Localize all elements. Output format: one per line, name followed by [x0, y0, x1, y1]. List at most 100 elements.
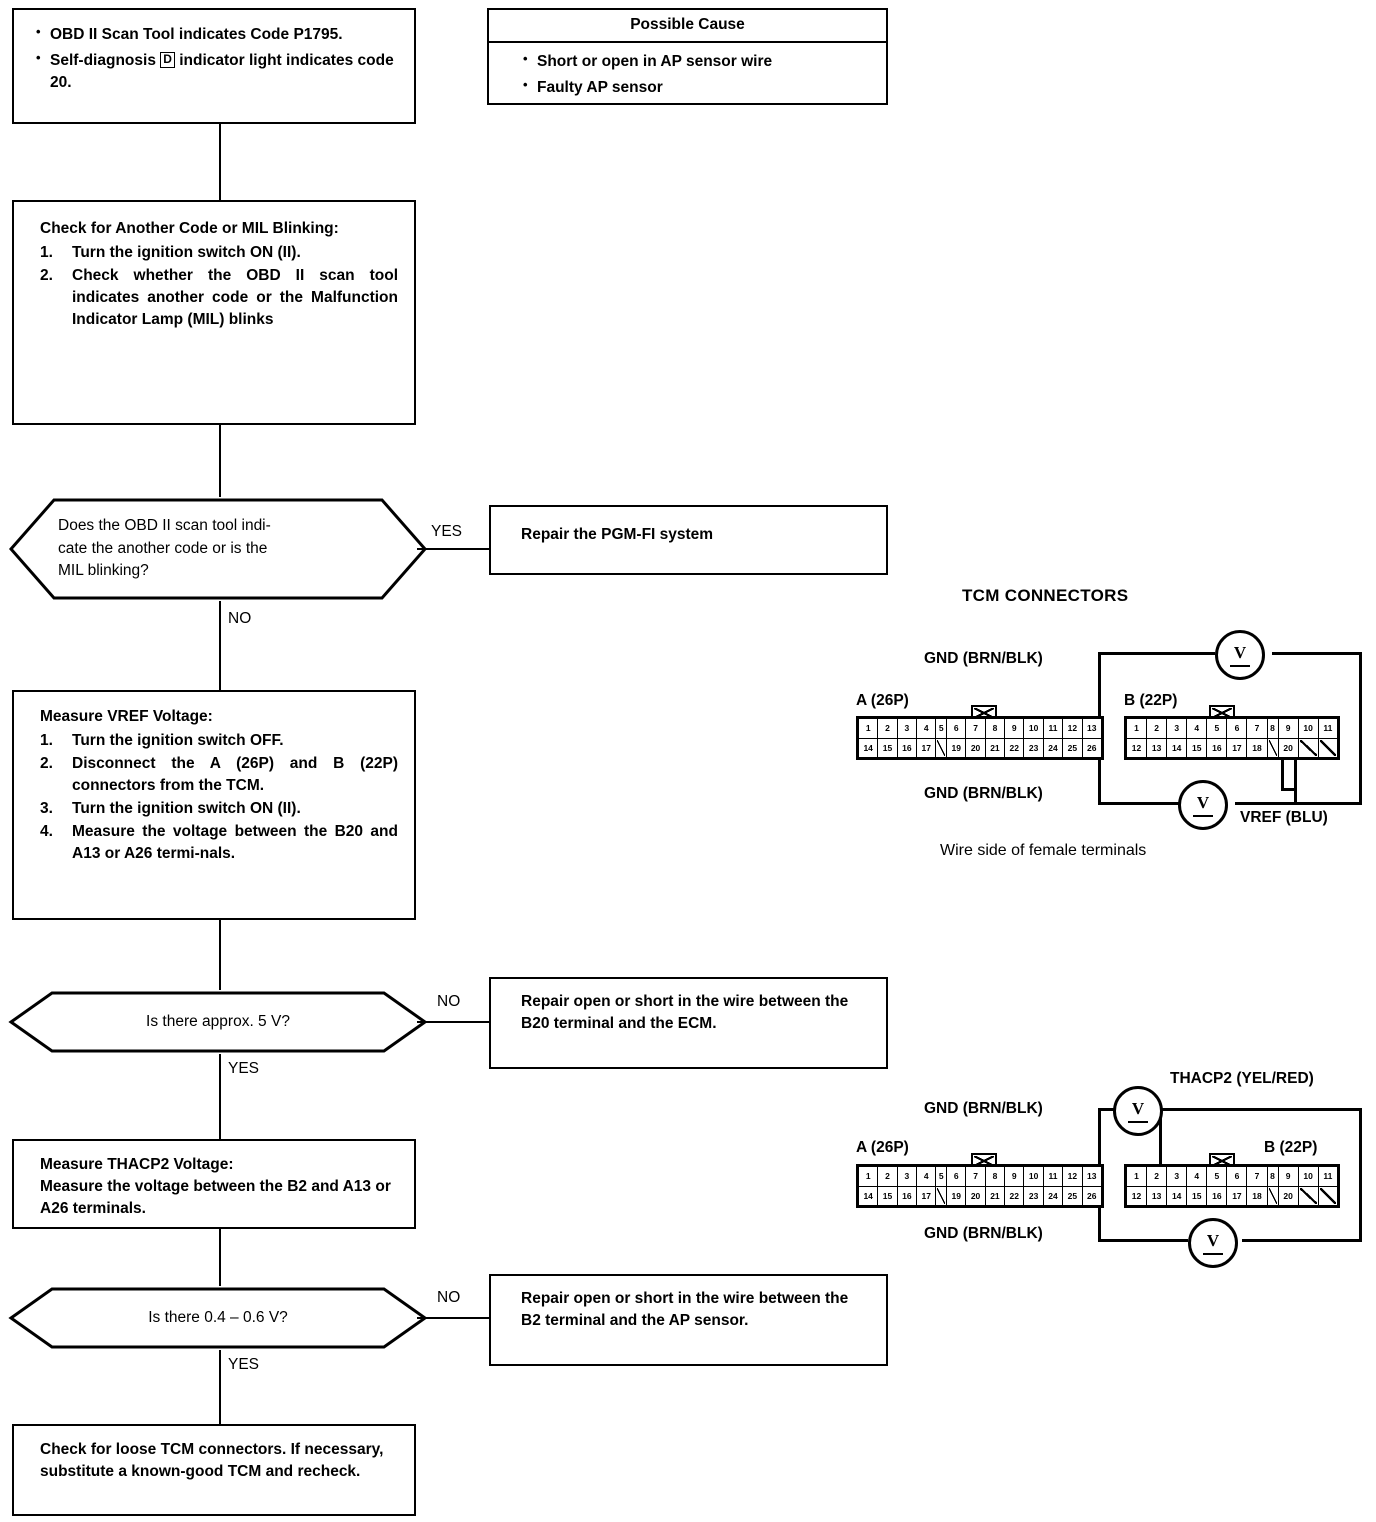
connector-pin-14: 14: [1166, 1185, 1188, 1206]
connector-pin-8: 8: [1266, 1166, 1279, 1187]
connector-pin-2: 2: [877, 1166, 898, 1187]
label-gnd-bottom: GND (BRN/BLK): [924, 1225, 1043, 1242]
connector-pin-5: 5: [1206, 1166, 1228, 1187]
connector-pin-26: 26: [1081, 1185, 1103, 1206]
connector-pin-20: 20: [965, 737, 986, 758]
step-check-item: Turn the ignition switch ON (II).: [40, 242, 301, 264]
schematic-title: TCM CONNECTORS: [962, 586, 1129, 605]
flow-connector-yes: [219, 1054, 221, 1139]
connector-pin-blank: [1297, 737, 1319, 758]
label-connector-b: B (22P): [1264, 1139, 1318, 1156]
connector-pin-23: 23: [1023, 737, 1044, 758]
result-b20-text: Repair open or short in the wire between…: [521, 993, 849, 1032]
connector-pin-5: 5: [1206, 718, 1228, 739]
label-thacp2: THACP2 (YEL/RED): [1170, 1070, 1314, 1087]
connector-pin-12: 12: [1125, 737, 1148, 758]
connector-pin-19: 19: [946, 1185, 967, 1206]
connector-pin-1: 1: [857, 718, 879, 739]
label-connector-a: A (26P): [856, 692, 909, 709]
final-check-tcm-box: Check for loose TCM connectors. If neces…: [12, 1424, 416, 1516]
step-check-title: Check for Another Code or MIL Blinking:: [40, 220, 339, 237]
connector-pin-blank: [1297, 1185, 1319, 1206]
flow-connector-no: [417, 1317, 489, 1319]
connector-pin-1: 1: [1125, 1166, 1148, 1187]
connector-pin-22: 22: [1004, 1185, 1025, 1206]
connector-pin-11: 11: [1317, 1166, 1339, 1187]
decision-yes-label: YES: [228, 1356, 260, 1373]
step-check-another-code-box: Check for Another Code or MIL Blinking: …: [12, 200, 416, 425]
result-repair-b2-box: Repair open or short in the wire between…: [489, 1274, 888, 1366]
wire-vref-pin-join: [1281, 788, 1297, 791]
connector-pin-15: 15: [877, 1185, 898, 1206]
connector-pin-4: 4: [1186, 718, 1208, 739]
wire-vref-drop: [1294, 760, 1297, 805]
connector-pin-13: 13: [1081, 1166, 1103, 1187]
connector-pin-4: 4: [916, 1166, 937, 1187]
possible-cause-table: Possible Cause Short or open in AP senso…: [487, 8, 888, 105]
flow-connector: [219, 920, 221, 990]
result-repair-b20-box: Repair open or short in the wire between…: [489, 977, 888, 1069]
connector-pin-3: 3: [1166, 718, 1188, 739]
decision-yes-label: YES: [431, 523, 463, 540]
wire-gnd-top-vertical: [1098, 1108, 1101, 1198]
connector-pin-1: 1: [1125, 718, 1148, 739]
connector-pin-16: 16: [896, 1185, 918, 1206]
tcm-connectors-schematic-vref: TCM CONNECTORS V V GND (BRN/BLK) GND (BR…: [840, 580, 1376, 880]
connector-pin-20: 20: [1277, 1185, 1299, 1206]
connector-pin-20: 20: [1277, 737, 1299, 758]
flow-connector: [219, 425, 221, 497]
connector-pin-3: 3: [896, 718, 918, 739]
connector-pin-1: 1: [857, 1166, 879, 1187]
wire-top-horizontal-right: [1272, 652, 1362, 655]
wire-thacp2-top: [1159, 1108, 1362, 1111]
wire-bottom-horizontal-left: [1098, 802, 1180, 805]
wire-top-horizontal-left: [1098, 652, 1215, 655]
label-connector-b: B (22P): [1124, 692, 1178, 709]
connector-pin-8: 8: [984, 718, 1006, 739]
possible-cause-item: Short or open in AP sensor wire: [523, 50, 886, 73]
connector-pin-20: 20: [965, 1185, 986, 1206]
connector-pin-22: 22: [1004, 737, 1025, 758]
symptom-box: OBD II Scan Tool indicates Code P1795. S…: [12, 8, 416, 124]
step-measure-vref-box: Measure VREF Voltage: Turn the ignition …: [12, 690, 416, 920]
connector-pin-25: 25: [1062, 1185, 1083, 1206]
decision-another-code: Does the OBD II scan tool indi- cate the…: [8, 497, 428, 601]
d-indicator-icon: D: [160, 52, 175, 68]
connector-pin-9: 9: [1004, 1166, 1025, 1187]
step-check-item: Check whether the OBD II scan tool indic…: [40, 265, 398, 328]
connector-pin-6: 6: [1226, 1166, 1248, 1187]
connector-pin-13: 13: [1146, 1185, 1168, 1206]
voltmeter-icon-bottom: V: [1188, 1218, 1238, 1268]
voltmeter-icon-top: V: [1215, 630, 1265, 680]
connector-pin-11: 11: [1042, 718, 1064, 739]
connector-pin-11: 11: [1317, 718, 1339, 739]
connector-pin-2: 2: [1146, 1166, 1168, 1187]
connector-pin-15: 15: [877, 737, 898, 758]
connector-pin-6: 6: [946, 1166, 967, 1187]
connector-pin-13: 13: [1146, 737, 1168, 758]
connector-pin-10: 10: [1297, 718, 1319, 739]
connector-pin-13: 13: [1081, 718, 1103, 739]
decision-no-label: NO: [228, 610, 252, 627]
connector-pin-14: 14: [1166, 737, 1188, 758]
wire-bottom-horizontal-right: [1235, 802, 1297, 805]
connector-pin-17: 17: [1226, 1185, 1248, 1206]
connector-pin-16: 16: [1206, 1185, 1228, 1206]
result-pgmfi-text: Repair the PGM-FI system: [521, 526, 714, 543]
label-gnd-top: GND (BRN/BLK): [924, 650, 1043, 667]
connector-pin-21: 21: [984, 1185, 1006, 1206]
connector-pin-8: 8: [1266, 718, 1279, 739]
connector-pin-17: 17: [916, 737, 937, 758]
connector-pin-10: 10: [1297, 1166, 1319, 1187]
connector-pin-blank: [935, 1185, 948, 1206]
wire-thacp2-pin-lead: [1159, 1108, 1162, 1166]
connector-pin-17: 17: [916, 1185, 937, 1206]
connector-pin-3: 3: [1166, 1166, 1188, 1187]
wire-gnd-bottom-vertical: [1098, 757, 1101, 805]
